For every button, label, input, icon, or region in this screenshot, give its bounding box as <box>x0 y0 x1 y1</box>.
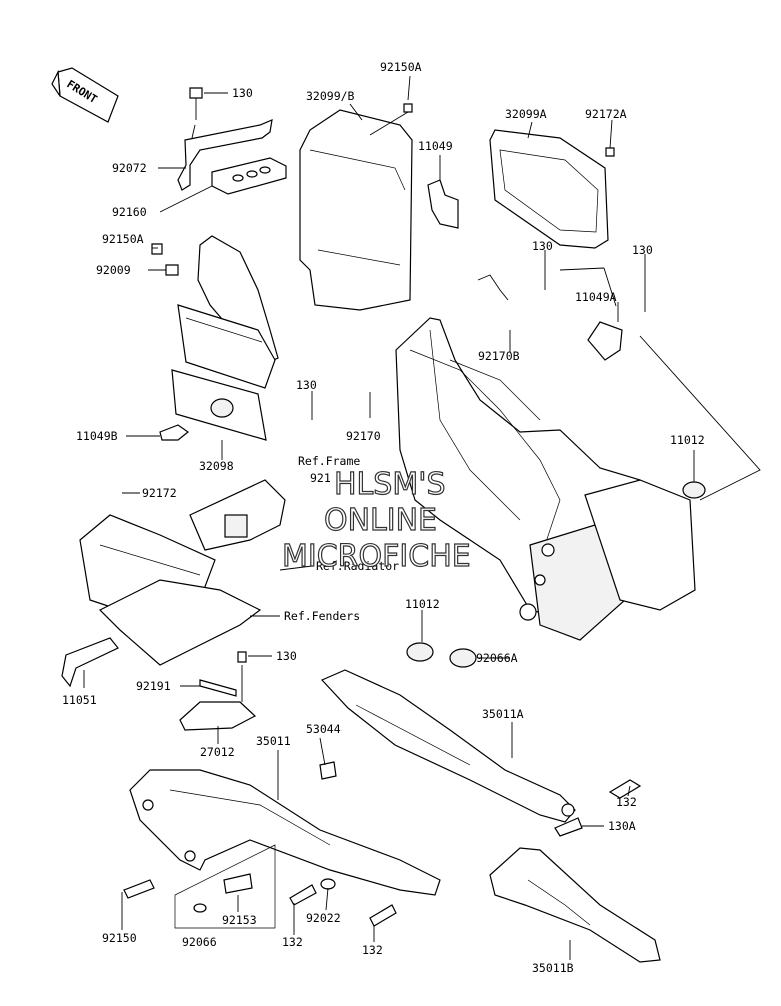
label-130-b: 130 <box>532 239 553 253</box>
label-92150A-a: 92150A <box>380 60 422 74</box>
label-92191: 92191 <box>136 679 171 693</box>
washer-92066 <box>193 903 207 913</box>
label-11049-a: 11049 <box>418 139 453 153</box>
label-32099A: 32099A <box>505 107 547 121</box>
bolt-92150 <box>123 879 155 899</box>
bracket-11049 <box>427 179 459 229</box>
label-11051: 11051 <box>62 693 97 707</box>
rod-92191 <box>199 679 237 697</box>
label-27012: 27012 <box>200 745 235 759</box>
label-130-c: 130 <box>632 243 653 257</box>
watermark: HLSM'S ONLINE MICROFICHE <box>281 466 471 574</box>
label-130A: 130A <box>608 819 636 833</box>
bolt-130A <box>554 817 583 837</box>
label-11012-a: 11012 <box>670 433 705 447</box>
leader-lines <box>83 75 761 960</box>
bracket-11049A <box>587 321 623 361</box>
label-92170B: 92170B <box>478 349 520 363</box>
label-132-b: 132 <box>282 935 303 949</box>
label-132-c: 132 <box>362 943 383 957</box>
part-labels: 130 92150A 32099/B 32099A 92172A 92072 1… <box>62 60 705 975</box>
label-53044: 53044 <box>306 722 341 736</box>
label-92022: 92022 <box>306 911 341 925</box>
label-92170: 92170 <box>346 429 381 443</box>
label-130-a: 130 <box>232 86 253 100</box>
label-92072: 92072 <box>112 161 147 175</box>
label-11012-b: 11012 <box>405 597 440 611</box>
inset-box-92153 <box>174 844 276 929</box>
ref-fenders-label: Ref.Fenders <box>284 609 360 623</box>
bracket-11051 <box>61 637 119 688</box>
watermark-line-3: MICROFICHE <box>282 539 471 574</box>
battery-tray <box>79 514 262 666</box>
bracket-35011B <box>489 847 661 963</box>
cover-32099A <box>489 129 615 249</box>
label-11049B: 11049B <box>76 429 118 443</box>
bracket-11049B <box>159 424 190 441</box>
label-92172: 92172 <box>142 486 177 500</box>
label-92150: 92150 <box>102 931 137 945</box>
main-frame <box>395 274 696 641</box>
cover-32099B <box>299 103 413 311</box>
bracket-92072 <box>177 87 273 191</box>
holder-92160 <box>211 157 287 195</box>
holder-27012 <box>179 651 257 731</box>
watermark-line-1: HLSM'S <box>334 467 446 502</box>
watermark-line-2: ONLINE <box>324 503 437 538</box>
label-92160: 92160 <box>112 205 147 219</box>
swingarm-35011 <box>129 761 441 896</box>
ref-frame-label: Ref.Frame <box>298 454 360 468</box>
label-92009: 92009 <box>96 263 131 277</box>
pin-92153 <box>223 873 253 894</box>
cap-11012-lower <box>406 642 434 662</box>
label-35011: 35011 <box>256 734 291 748</box>
battery-case <box>151 235 279 441</box>
label-92066A: 92066A <box>476 651 518 665</box>
ref-frame-part-label: 921 <box>310 471 331 485</box>
label-92153: 92153 <box>222 913 257 927</box>
bolt-132-b <box>289 884 317 906</box>
label-132-a: 132 <box>616 795 637 809</box>
label-130-d: 130 <box>296 378 317 392</box>
swingarm-35011A <box>320 669 576 823</box>
label-32099B: 32099/B <box>306 89 355 103</box>
label-130-e: 130 <box>276 649 297 663</box>
front-arrow-icon: FRONT <box>51 67 119 123</box>
label-35011B: 35011B <box>532 961 574 975</box>
label-92172A: 92172A <box>585 107 627 121</box>
label-35011A: 35011A <box>482 707 524 721</box>
ref-radiator-label: Ref.Radiator <box>316 559 399 573</box>
label-92150A-b: 92150A <box>102 232 144 246</box>
radiator-mount <box>189 479 286 551</box>
cap-92066A <box>449 648 477 668</box>
label-11049A: 11049A <box>575 290 617 304</box>
bolt-132-c <box>369 904 397 927</box>
label-92066: 92066 <box>182 935 217 949</box>
washer-92022 <box>320 878 336 890</box>
cap-11012-frame <box>682 481 706 499</box>
bolt-132-a <box>608 779 642 799</box>
label-32098: 32098 <box>199 459 234 473</box>
